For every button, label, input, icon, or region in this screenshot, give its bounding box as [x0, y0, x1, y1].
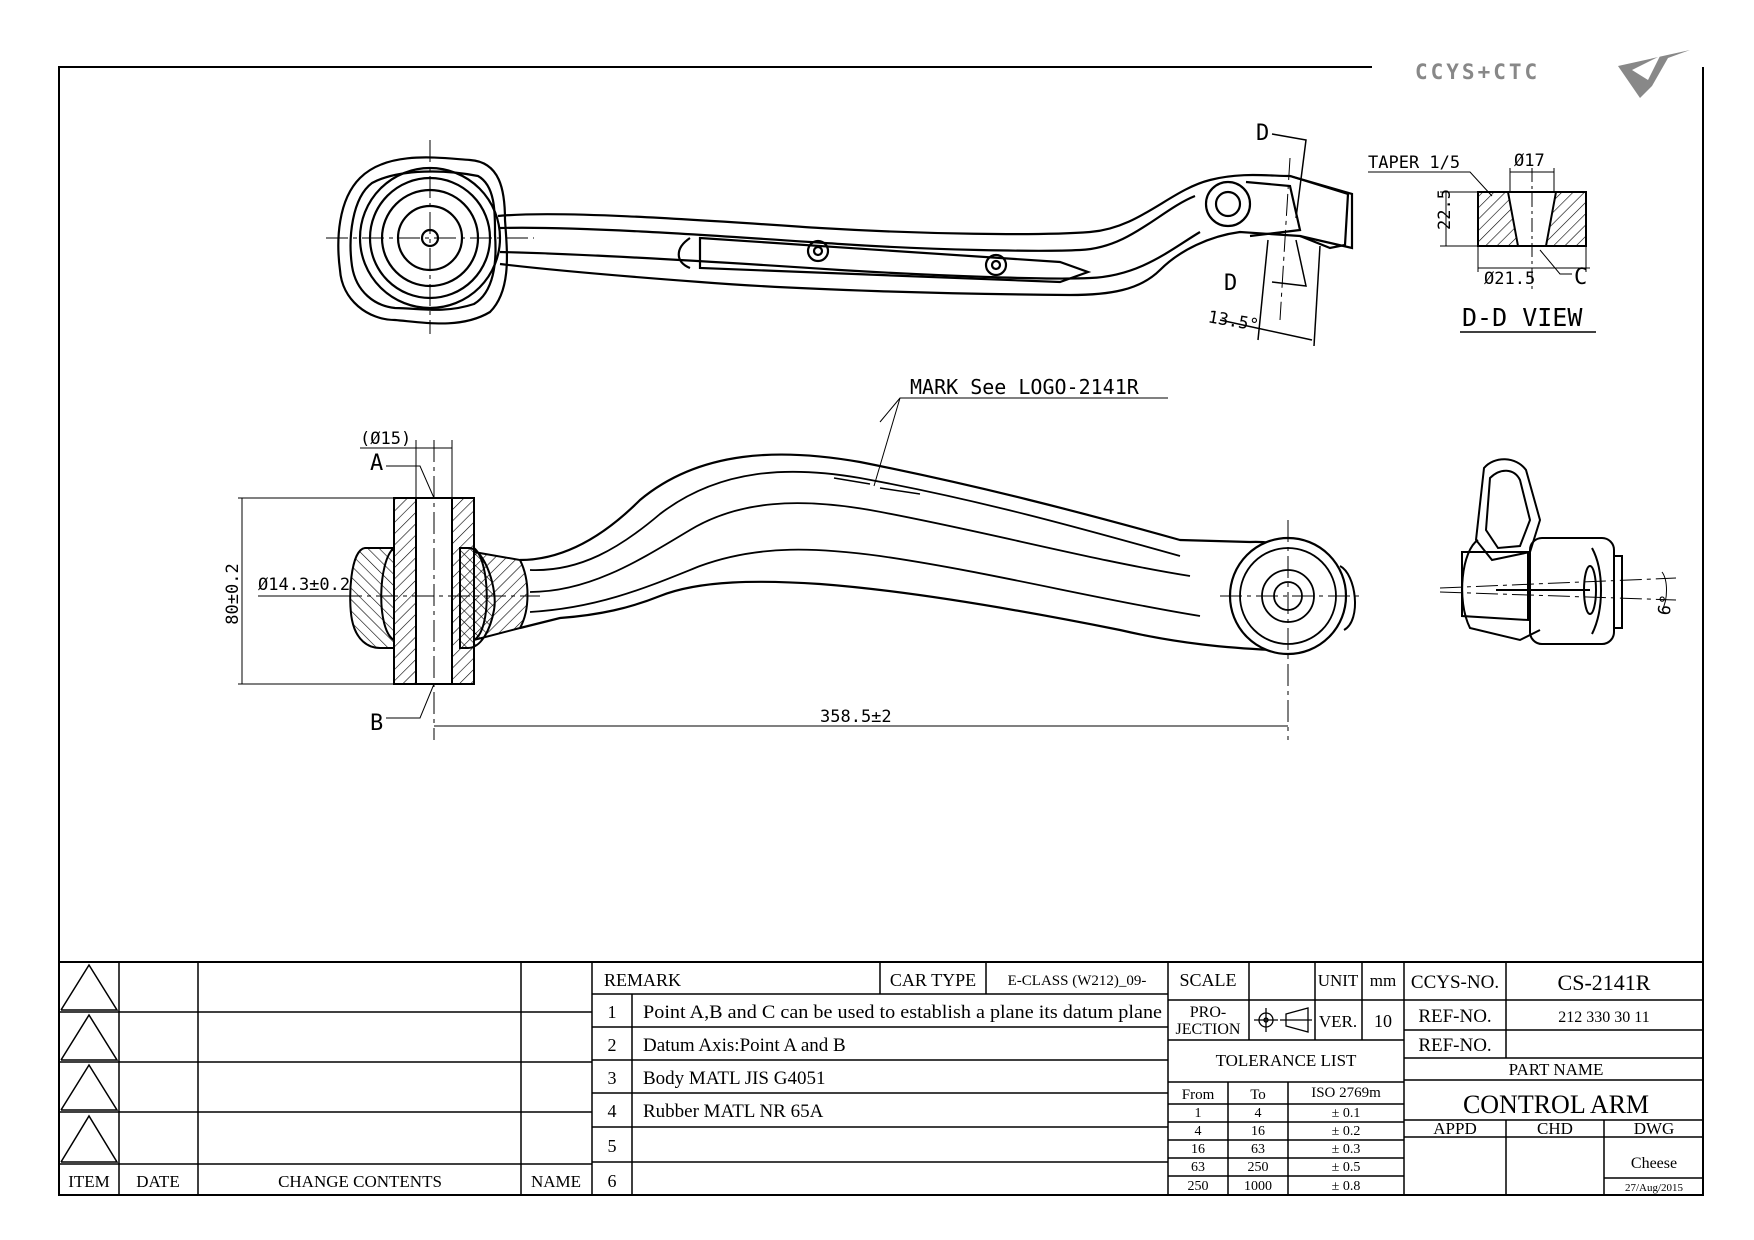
top-view-centerlines	[326, 140, 1291, 334]
part-name-label: PART NAME	[1509, 1060, 1604, 1079]
tol-from-3: 16	[1191, 1142, 1205, 1157]
remark-text-2: Datum Axis:Point A and B	[643, 1035, 846, 1056]
chd-label: CHD	[1537, 1119, 1573, 1138]
height-80-label: 80±0.2	[223, 563, 243, 624]
point-c-label: C	[1574, 265, 1587, 290]
tol-val-2: ± 0.2	[1332, 1124, 1361, 1139]
remark-no-4: 4	[608, 1101, 617, 1121]
tol-from-1: 1	[1195, 1106, 1202, 1121]
ref-no-label-1: REF-NO.	[1418, 1006, 1491, 1027]
appd-label: APPD	[1433, 1119, 1476, 1138]
remark-no-1: 1	[608, 1002, 617, 1022]
remark-no-6: 6	[608, 1171, 617, 1191]
car-type-value: E-CLASS (W212)_09-	[1008, 973, 1147, 989]
side-view	[1461, 458, 1623, 645]
remark-text-1: Point A,B and C can be used to establish…	[643, 1002, 1162, 1023]
remark-text-3: Body MATL JIS G4051	[643, 1068, 825, 1089]
height-22-5-label: 22.5	[1435, 189, 1455, 230]
tol-from-4: 63	[1191, 1160, 1205, 1175]
car-type-label: CAR TYPE	[890, 970, 976, 990]
unit-label: UNIT	[1318, 971, 1359, 990]
remark-text-4: Rubber MATL NR 65A	[643, 1101, 824, 1122]
tol-val-5: ± 0.8	[1332, 1179, 1361, 1194]
tol-from-5: 250	[1188, 1179, 1209, 1194]
company-logo: CCYS+CTC	[1415, 50, 1690, 98]
projection-label-1: PRO-	[1190, 1004, 1226, 1021]
taper-label: TAPER 1/5	[1368, 153, 1460, 173]
tol-to-3: 63	[1251, 1142, 1265, 1157]
remarks-table	[592, 962, 1169, 1195]
dia-17-label: Ø17	[1514, 151, 1545, 171]
ver-value: 10	[1374, 1011, 1392, 1031]
section-d-marks	[1219, 133, 1321, 347]
ref-no-label-2: REF-NO.	[1418, 1035, 1491, 1056]
dd-view-label: D-D VIEW	[1462, 303, 1583, 332]
projection-label-2: JECTION	[1176, 1021, 1241, 1038]
tol-to-2: 16	[1251, 1124, 1265, 1139]
dwg-label: DWG	[1634, 1119, 1675, 1138]
tol-from-2: 4	[1195, 1124, 1202, 1139]
projection-symbol-icon	[1254, 1007, 1312, 1033]
logo-text: CCYS+CTC	[1415, 60, 1540, 84]
remark-no-5: 5	[608, 1136, 617, 1156]
remark-no-3: 3	[608, 1068, 617, 1088]
ccys-no-value: CS-2141R	[1558, 970, 1651, 995]
tol-to-1: 4	[1255, 1106, 1262, 1121]
angle-6-label: 6°	[1655, 593, 1678, 617]
scale-label: SCALE	[1179, 970, 1236, 990]
unit-value: mm	[1370, 971, 1396, 990]
front-view-centerlines	[340, 440, 1360, 740]
dd-section-view	[1368, 168, 1596, 333]
tol-val-1: ± 0.1	[1332, 1106, 1361, 1121]
rev-header-name: NAME	[531, 1172, 581, 1191]
drawing-date: 27/Aug/2015	[1625, 1182, 1684, 1194]
ref-no-value-1: 212 330 30 11	[1558, 1009, 1649, 1026]
part-name-value: CONTROL ARM	[1463, 1090, 1649, 1119]
section-d-top-label: D	[1256, 121, 1269, 146]
mark-note-label: MARK See LOGO-2141R	[910, 375, 1140, 399]
sheet-border	[58, 66, 1704, 1196]
point-a-label: A	[370, 451, 383, 476]
tol-to-4: 250	[1248, 1160, 1269, 1175]
side-view-centerlines	[1439, 577, 1677, 601]
logo-wing-icon	[1618, 50, 1690, 98]
part-info-table	[1404, 962, 1703, 1195]
section-d-bottom-label: D	[1224, 271, 1237, 296]
angle-13-5-label: 13.5°	[1206, 307, 1260, 336]
rev-header-item: ITEM	[68, 1172, 110, 1191]
tol-to-5: 1000	[1244, 1179, 1272, 1194]
dia-15-label: (Ø15)	[360, 429, 411, 449]
top-view	[337, 156, 1354, 325]
front-view-dimensions	[238, 397, 1288, 727]
tol-val-3: ± 0.3	[1332, 1142, 1361, 1157]
revision-table	[59, 962, 593, 1195]
rev-header-date: DATE	[136, 1172, 179, 1191]
dia-21-5-label: Ø21.5	[1484, 269, 1535, 289]
title-block: ITEM DATE CHANGE CONTENTS NAME REMARK CA…	[59, 961, 1703, 1195]
dia-14-3-label: Ø14.3±0.2	[258, 575, 350, 595]
tolerance-title: TOLERANCE LIST	[1216, 1051, 1357, 1070]
remarks-header: REMARK	[604, 970, 681, 990]
rev-header-change: CHANGE CONTENTS	[278, 1172, 442, 1191]
revision-triangles	[60, 963, 119, 1163]
remark-no-2: 2	[608, 1035, 617, 1055]
front-view	[349, 453, 1356, 685]
tol-val-4: ± 0.5	[1332, 1160, 1361, 1175]
drawn-by-value: Cheese	[1631, 1155, 1677, 1172]
length-label: 358.5±2	[820, 707, 892, 727]
tol-header-to: To	[1250, 1087, 1266, 1103]
spec-table	[1168, 962, 1405, 1195]
tol-header-iso: ISO 2769m	[1311, 1085, 1381, 1101]
ver-label: VER.	[1319, 1012, 1357, 1031]
tol-header-from: From	[1182, 1087, 1215, 1103]
ccys-no-label: CCYS-NO.	[1411, 972, 1499, 993]
point-b-label: B	[370, 711, 383, 736]
